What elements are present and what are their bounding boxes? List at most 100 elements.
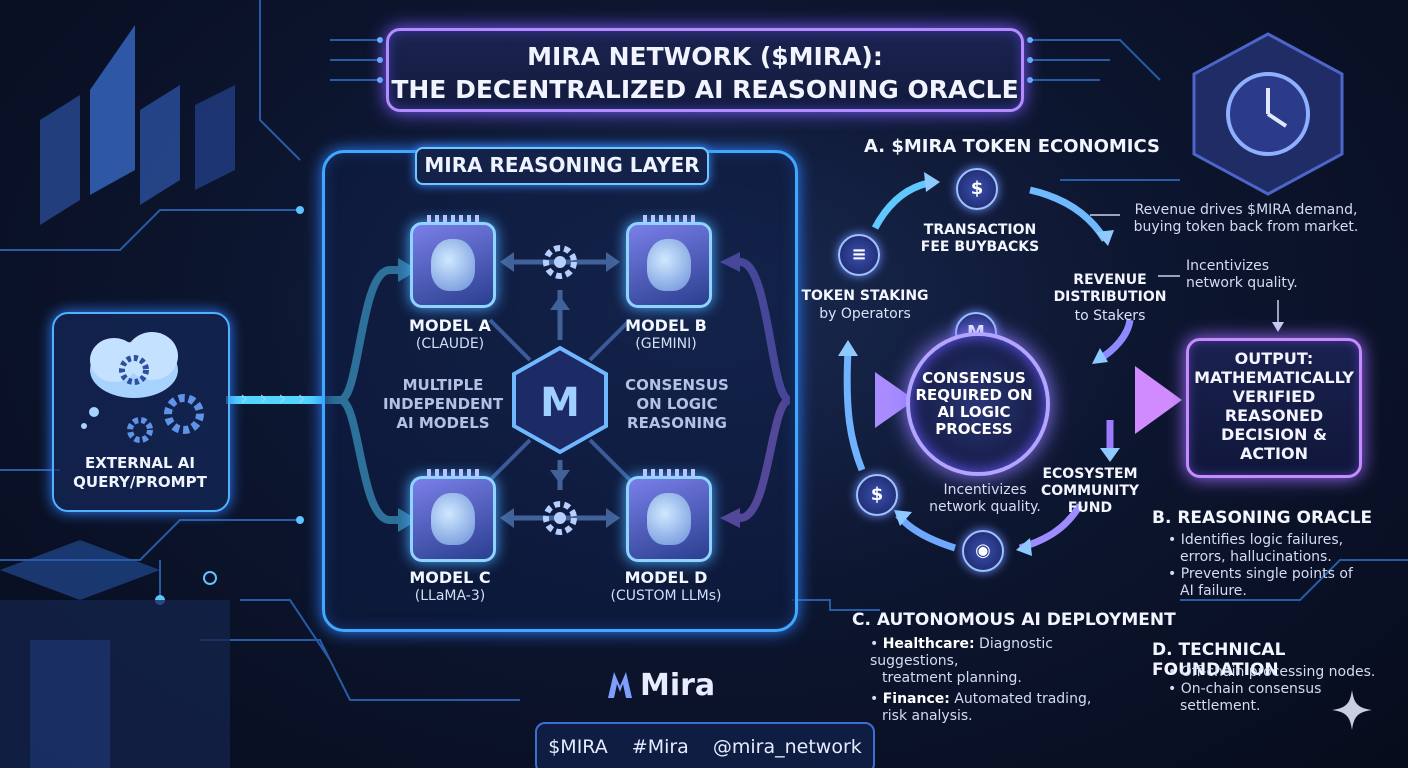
title-line-2: THE DECENTRALIZED AI REASONING ORACLE bbox=[391, 75, 1019, 104]
consensus-line-3: AI LOGIC bbox=[937, 403, 1011, 421]
external-label-line-2: QUERY/PROMPT bbox=[73, 473, 207, 491]
reasoning-oracle-title: B. REASONING ORACLE bbox=[1152, 508, 1373, 528]
tag-hashtag[interactable]: #Mira bbox=[631, 736, 689, 758]
output-line-4: REASONED bbox=[1224, 406, 1324, 425]
sparkle-icon bbox=[1332, 690, 1372, 730]
ecosystem-line-1: ECOSYSTEM bbox=[1042, 466, 1138, 482]
hex-logo-letter: M bbox=[540, 380, 580, 426]
consensus-line-1: CONSENSUS bbox=[922, 369, 1026, 387]
reasoning-oracle-bullets: • Identifies logic failures, errors, hal… bbox=[1168, 532, 1398, 600]
tag-ticker[interactable]: $MIRA bbox=[548, 736, 608, 758]
right-caption-line-1: CONSENSUS bbox=[625, 376, 729, 394]
revenue-distribution-label: REVENUE DISTRIBUTION bbox=[1052, 272, 1168, 306]
deployment-bullet-2: • Finance: Automated trading, bbox=[870, 691, 1092, 707]
multiple-models-caption: MULTIPLE INDEPENDENT AI MODELS bbox=[378, 376, 508, 433]
incentivizes-right-line-2: network quality. bbox=[1186, 275, 1298, 291]
healthcare-text: Diagnostic suggestions, bbox=[870, 636, 1053, 669]
fee-buybacks-line-2: FEE BUYBACKS bbox=[920, 239, 1040, 255]
output-line-3: VERIFIED bbox=[1232, 387, 1316, 406]
finance-text-cont: risk analysis. bbox=[882, 708, 973, 724]
mira-hex-logo: M bbox=[512, 345, 608, 455]
fee-buybacks-label: TRANSACTION FEE BUYBACKS bbox=[918, 222, 1042, 256]
token-staking-sub: by Operators bbox=[819, 306, 911, 322]
incentivizes-right-note: Incentivizes network quality. bbox=[1186, 258, 1306, 292]
consensus-ring bbox=[906, 332, 1050, 476]
finance-text: Automated trading, bbox=[949, 691, 1092, 707]
external-query-label: EXTERNAL AI QUERY/PROMPT bbox=[60, 454, 220, 492]
oracle-bullet-1-cont: errors, hallucinations. bbox=[1180, 549, 1332, 565]
external-label-line-1: EXTERNAL AI bbox=[85, 454, 195, 472]
consensus-line-4: PROCESS bbox=[935, 420, 1013, 438]
revenue-dist-line-1: REVENUE bbox=[1073, 272, 1147, 288]
model-a-name: MODEL A bbox=[409, 316, 491, 335]
token-staking-label: TOKEN STAKING bbox=[801, 288, 929, 304]
coin-stack-icon: ≡ bbox=[838, 234, 880, 276]
reasoning-layer-label: MIRA REASONING LAYER bbox=[415, 147, 709, 185]
external-query-panel bbox=[52, 312, 230, 512]
model-c-name: MODEL C bbox=[409, 568, 491, 587]
revenue-note: Revenue drives $MIRA demand, buying toke… bbox=[1126, 202, 1366, 236]
finance-label: Finance: bbox=[882, 691, 950, 707]
input-chevrons: › › › › bbox=[240, 386, 308, 410]
tag-handle[interactable]: @mira_network bbox=[712, 736, 862, 758]
hand-coin-icon: $ bbox=[856, 474, 898, 516]
cloud-gears-icon bbox=[81, 332, 204, 443]
token-economics-title: A. $MIRA TOKEN ECONOMICS bbox=[864, 136, 1161, 157]
model-d-name: MODEL D bbox=[624, 568, 708, 587]
output-box: OUTPUT: MATHEMATICALLY VERIFIED REASONED… bbox=[1186, 338, 1362, 478]
oracle-bullet-1: • Identifies logic failures, bbox=[1168, 532, 1344, 548]
mira-logo-icon bbox=[608, 672, 632, 698]
model-c-icon bbox=[410, 469, 496, 562]
incentivizes-left-line-1: Incentivizes bbox=[943, 482, 1027, 498]
ecosystem-line-2: COMMUNITY bbox=[1040, 483, 1140, 499]
technical-bullet-2: • On-chain consensus bbox=[1168, 681, 1322, 697]
deployment-title: C. AUTONOMOUS AI DEPLOYMENT bbox=[852, 610, 1176, 630]
model-b-icon bbox=[626, 215, 712, 308]
model-c-sub: (LLaMA-3) bbox=[414, 588, 486, 604]
incentivizes-left-note: Incentivizes network quality. bbox=[922, 482, 1048, 516]
title-line-1: MIRA NETWORK ($MIRA): bbox=[527, 42, 883, 71]
fee-buybacks-line-1: TRANSACTION bbox=[923, 222, 1037, 238]
ecosystem-line-3: FUND bbox=[1067, 500, 1113, 516]
technical-bullet-2-cont: settlement. bbox=[1180, 698, 1261, 714]
output-line-2: MATHEMATICALLY bbox=[1194, 368, 1354, 387]
left-caption-line-3: AI MODELS bbox=[396, 414, 490, 432]
clock-icon bbox=[1192, 32, 1344, 196]
oracle-bullet-2: • Prevents single points of bbox=[1168, 566, 1353, 582]
model-d-sub: (CUSTOM LLMs) bbox=[610, 588, 722, 604]
community-icon: ◉ bbox=[962, 530, 1004, 572]
revenue-dist-line-2: DISTRIBUTION bbox=[1053, 289, 1167, 305]
revenue-distribution-sub: to Stakers bbox=[1074, 308, 1146, 324]
incentivizes-left-line-2: network quality. bbox=[929, 499, 1041, 515]
output-line-6: ACTION bbox=[1240, 444, 1308, 463]
mira-brand-name: Mira bbox=[640, 668, 716, 703]
revenue-note-line-1: Revenue drives $MIRA demand, bbox=[1134, 202, 1358, 218]
right-caption-line-2: ON LOGIC bbox=[636, 395, 718, 413]
technical-title: D. TECHNICAL FOUNDATION bbox=[1152, 640, 1286, 680]
consensus-line-2: REQUIRED ON bbox=[915, 386, 1033, 404]
output-line-1: OUTPUT: bbox=[1234, 349, 1314, 368]
model-b-name: MODEL B bbox=[625, 316, 707, 335]
technical-bullets: • Off-chain processing nodes. • On-chain… bbox=[1168, 664, 1388, 715]
incentivizes-right-line-1: Incentivizes bbox=[1186, 258, 1269, 274]
revenue-note-line-2: buying token back from market. bbox=[1133, 219, 1359, 235]
oracle-bullet-2-cont: AI failure. bbox=[1180, 583, 1247, 599]
gear-icon bbox=[543, 245, 577, 279]
deployment-bullet-1: • Healthcare: Diagnostic suggestions, bbox=[870, 636, 1053, 669]
left-caption-line-2: INDEPENDENT bbox=[382, 395, 504, 413]
social-tags: $MIRA #Mira @mira_network bbox=[535, 722, 875, 768]
model-b-sub: (GEMINI) bbox=[635, 336, 697, 352]
left-caption-line-1: MULTIPLE bbox=[402, 376, 484, 394]
output-line-5: DECISION & bbox=[1221, 425, 1327, 444]
dollar-coin-icon: $ bbox=[956, 168, 998, 210]
technical-bullet-1: • Off-chain processing nodes. bbox=[1168, 664, 1376, 680]
healthcare-text-cont: treatment planning. bbox=[882, 670, 1022, 686]
ecosystem-fund-label: ECOSYSTEM COMMUNITY FUND bbox=[1030, 466, 1150, 517]
gear-icon-lower bbox=[543, 501, 577, 535]
deployment-bullets: • Healthcare: Diagnostic suggestions, tr… bbox=[870, 636, 1140, 725]
healthcare-label: Healthcare: bbox=[882, 636, 975, 652]
right-caption-line-3: REASONING bbox=[627, 414, 727, 432]
model-a-icon bbox=[410, 215, 496, 308]
model-a-sub: (CLAUDE) bbox=[415, 336, 485, 352]
